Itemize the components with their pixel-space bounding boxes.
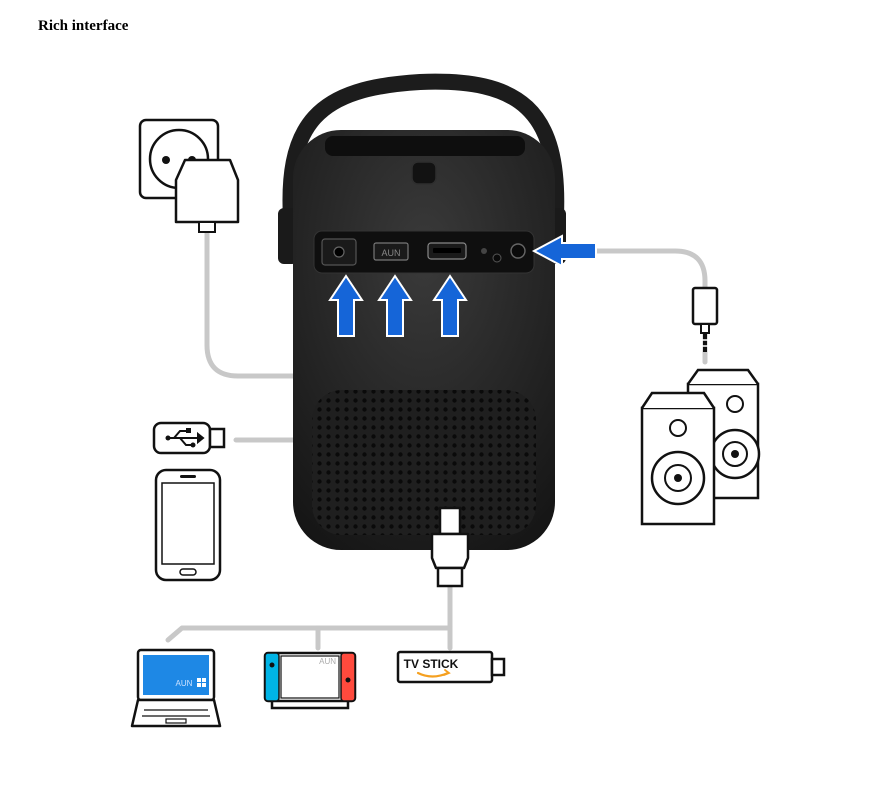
projector-top-recess (325, 136, 525, 156)
audio-jack-icon (691, 286, 719, 352)
audio-cable (592, 248, 708, 291)
arrows (328, 234, 597, 337)
tv-stick-label: TV STICK (404, 657, 459, 671)
projector-strap (282, 73, 565, 240)
laptop-icon: AUN (130, 648, 222, 728)
audio-port (510, 243, 526, 259)
projector: AUN (293, 130, 555, 550)
hdmi-split-line (165, 625, 453, 651)
speaker-grille (312, 390, 536, 535)
arrow-up-icon (328, 274, 364, 337)
console-brand-label: AUN (319, 657, 336, 666)
reset-button (492, 253, 502, 263)
page-title: Rich interface (38, 18, 129, 34)
usb-drive-icon (152, 421, 226, 455)
smartphone-icon (154, 468, 222, 582)
indicator-dot (481, 248, 487, 254)
arrow-up-icon (377, 274, 413, 337)
tv-stick-icon: TV STICK (396, 650, 506, 684)
speakers-icon (640, 368, 761, 526)
power-adapter-icon (174, 158, 240, 233)
usb-port (373, 242, 409, 261)
projector-lens-slot (411, 161, 437, 185)
arrow-up-icon (432, 274, 468, 337)
arrow-left-icon (531, 234, 597, 268)
dc-power-pin (333, 246, 345, 258)
hdmi-plug-icon (430, 506, 470, 588)
laptop-brand-label: AUN (176, 679, 193, 688)
usb-port-label: AUN (381, 248, 400, 258)
game-console-icon: AUN (263, 651, 357, 710)
